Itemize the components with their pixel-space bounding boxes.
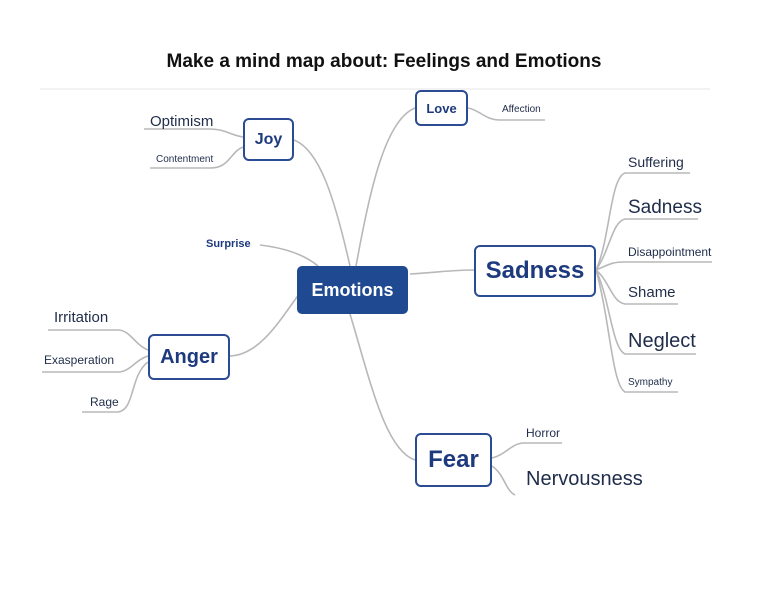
leaf-nervousness[interactable]: Nervousness: [526, 468, 643, 490]
leaf-suffering[interactable]: Suffering: [628, 154, 684, 170]
page-title: Make a mind map about: Feelings and Emot…: [166, 51, 602, 72]
branch-node-joy[interactable]: Joy: [243, 118, 294, 161]
branch-label-surprise[interactable]: Surprise: [206, 238, 251, 250]
leaf-sympathy[interactable]: Sympathy: [628, 377, 673, 388]
leaf-exasperation[interactable]: Exasperation: [44, 353, 115, 367]
branch-node-fear[interactable]: Fear: [415, 433, 492, 487]
leaf-rage[interactable]: Rage: [90, 395, 119, 409]
leaf-irritation[interactable]: Irritation: [54, 309, 109, 326]
branch-node-love[interactable]: Love: [415, 90, 468, 126]
central-node-emotions[interactable]: Emotions: [297, 266, 408, 314]
leaf-contentment[interactable]: Contentment: [156, 154, 214, 165]
branch-node-anger[interactable]: Anger: [148, 334, 230, 380]
leaf-affection[interactable]: Affection: [502, 104, 541, 115]
leaf-horror[interactable]: Horror: [526, 426, 561, 440]
leaf-optimism[interactable]: Optimism: [150, 113, 214, 130]
leaf-shame[interactable]: Shame: [628, 284, 676, 301]
leaf-sadness[interactable]: Sadness: [628, 197, 702, 218]
branch-node-sadness[interactable]: Sadness: [474, 245, 596, 297]
leaf-neglect[interactable]: Neglect: [628, 330, 696, 352]
leaf-disappointment[interactable]: Disappointment: [628, 245, 712, 259]
